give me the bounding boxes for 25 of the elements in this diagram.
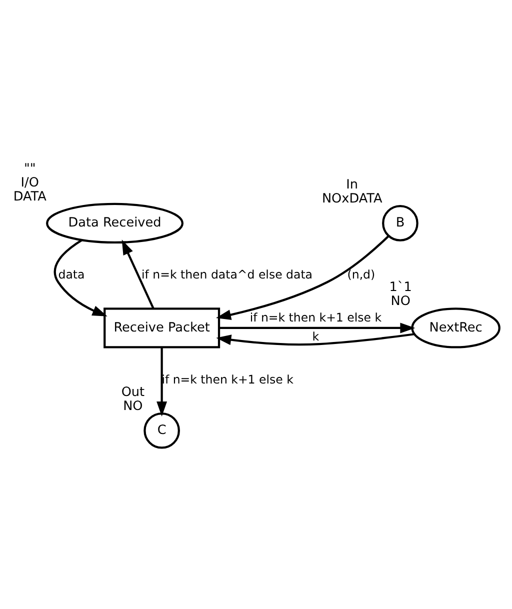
node-ellipse: Data Received xyxy=(46,202,184,244)
arrow xyxy=(156,346,168,416)
node-label: NO xyxy=(390,294,410,309)
node-label: "" xyxy=(24,161,36,176)
node-label: NOxDATA xyxy=(322,190,382,206)
arrow xyxy=(216,332,415,346)
node-label: I/O xyxy=(20,174,39,190)
node-ellipse: NextRec xyxy=(411,307,500,348)
edge-label: (n,d) xyxy=(347,267,376,282)
arrow xyxy=(219,322,416,333)
arrow xyxy=(216,234,390,320)
node-label: In xyxy=(346,177,358,192)
node-label: DATA xyxy=(13,188,46,204)
node-circle: C xyxy=(144,412,180,448)
edge-label: if n=k then data^d else data xyxy=(142,267,313,282)
edge-label: data xyxy=(58,267,85,282)
edge-label: k xyxy=(312,329,320,344)
node-label: NO xyxy=(123,398,143,414)
node-circle: B xyxy=(382,204,418,241)
arrow xyxy=(54,238,108,316)
node-label: 1`1 xyxy=(389,280,412,295)
arrow xyxy=(122,239,154,309)
node-label: Out xyxy=(121,384,145,400)
edge-label: if n=k then k+1 else k xyxy=(250,310,382,324)
node-box: Receive Packet xyxy=(104,307,220,348)
